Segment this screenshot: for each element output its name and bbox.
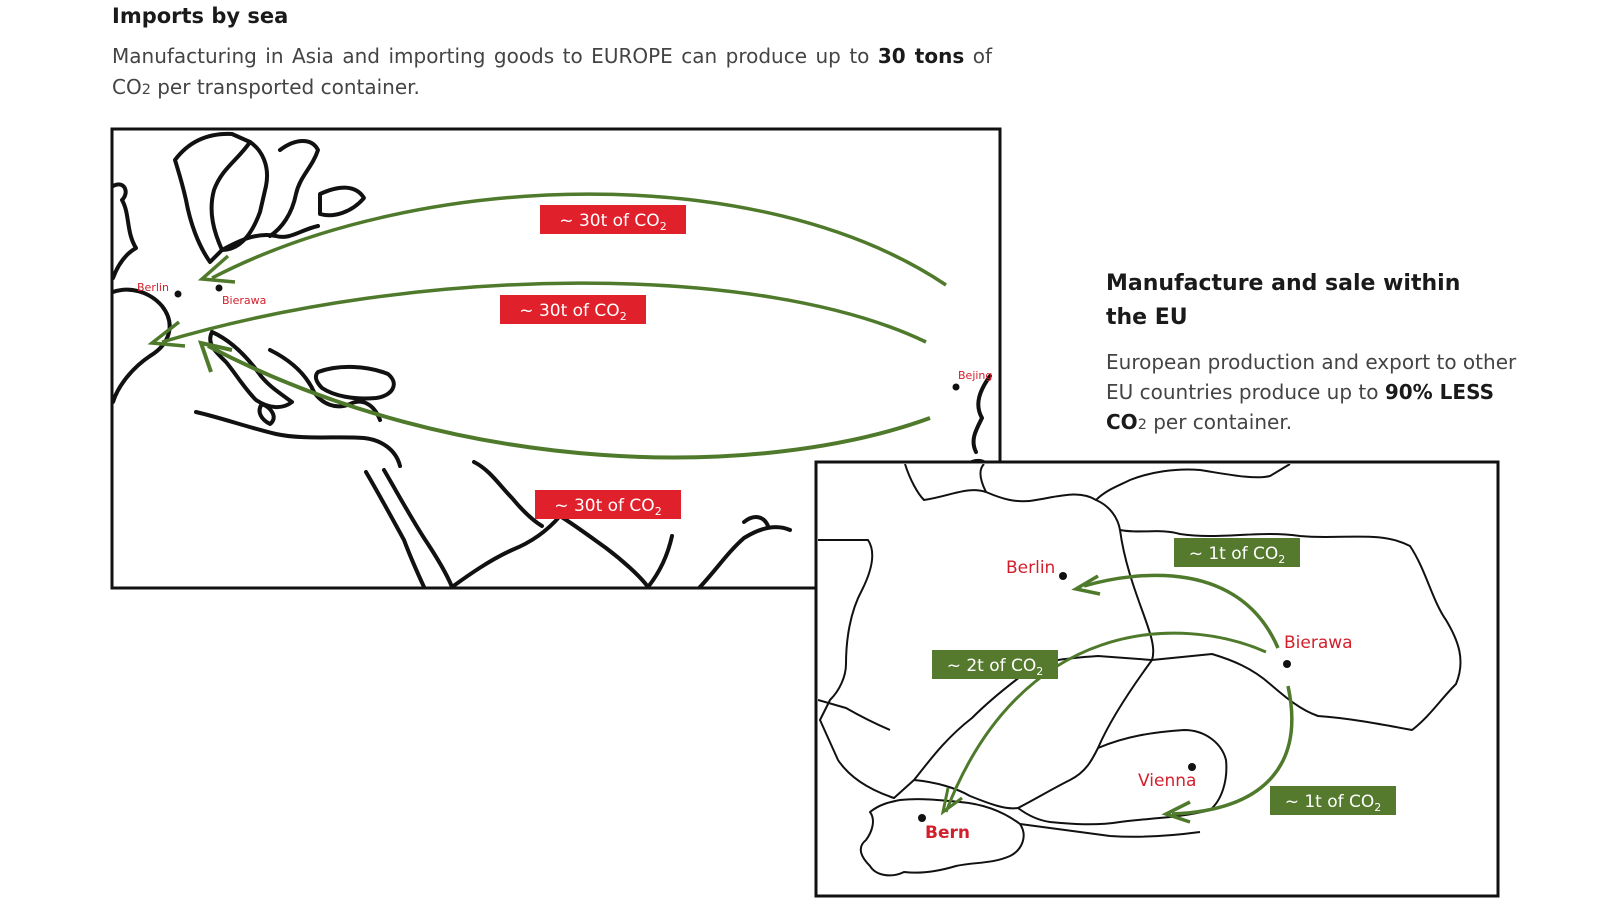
eu-map-berlin-label: Berlin (1006, 558, 1055, 578)
eu-manufacture-description: European production and export to other … (1106, 347, 1526, 440)
eu-route-to-vienna (1171, 685, 1294, 816)
eu-emission-label-3: ~ 1t of CO2 (1270, 786, 1396, 815)
eu-map-vienna-dot (1188, 763, 1196, 771)
sea-emission-label-1: ~ 30t of CO2 (540, 205, 686, 234)
eu-label-2-background (932, 650, 1058, 679)
sea-route-map: Berlin Bierawa Bejing ~ 30t of CO2 ~ 30t… (110, 127, 1002, 590)
sea-label-3-text: ~ 30t of CO2 (554, 496, 661, 518)
eu-map-vienna-label: Vienna (1138, 771, 1196, 791)
eu-map-background (817, 463, 1497, 895)
sea-text-part-3: per transported container. (150, 75, 420, 99)
eu-routes (940, 573, 1294, 824)
eu-manufacture-heading: Manufacture and sale within the EU (1106, 271, 1461, 330)
sea-route-south-arrowhead (197, 340, 233, 373)
eu-emission-label-2: ~ 2t of CO2 (932, 650, 1058, 679)
sea-emission-label-3: ~ 30t of CO2 (535, 490, 681, 519)
sea-routes (147, 192, 947, 460)
eu-route-map: Berlin Bierawa Vienna Bern ~ 1t of CO2 ~… (814, 460, 1500, 898)
eu-label-2-text: ~ 2t of CO2 (947, 656, 1044, 678)
eu-map-bierawa-label: Bierawa (1284, 633, 1353, 653)
eu-emission-label-1: ~ 1t of CO2 (1174, 538, 1300, 567)
eu-text-subscript: 2 (1137, 417, 1147, 433)
eu-text-part-2: per container. (1146, 410, 1293, 434)
sea-map-beijing-label: Bejing (958, 369, 992, 382)
sea-label-1-background (540, 205, 686, 234)
eu-label-3-background (1270, 786, 1396, 815)
eu-text-highlight: 90% LESS CO (1106, 380, 1494, 434)
eu-route-to-bern-arrowhead (940, 787, 963, 816)
imports-by-sea-heading: Imports by sea (112, 4, 289, 28)
eu-map-bern-label: Bern (925, 823, 970, 843)
sea-route-middle (161, 281, 927, 344)
sea-map-beijing-dot (952, 383, 960, 391)
sea-text-subscript: 2 (141, 82, 151, 98)
sea-map-frame (110, 127, 1002, 590)
eu-label-3-text: ~ 1t of CO2 (1285, 792, 1382, 814)
eu-map-frame (814, 460, 1500, 898)
eu-map-bierawa-dot (1283, 660, 1291, 668)
sea-emission-label-2: ~ 30t of CO2 (500, 295, 646, 324)
sea-map-bierawa-dot (215, 284, 223, 292)
sea-map-berlin-label: Berlin (137, 281, 169, 294)
sea-label-1-text: ~ 30t of CO2 (559, 211, 666, 233)
eu-text-part-1: European production and export to other … (1106, 350, 1517, 404)
sea-map-bierawa-label: Bierawa (222, 294, 266, 307)
imports-by-sea-description: Manufacturing in Asia and importing good… (112, 41, 992, 106)
sea-route-south (207, 344, 931, 460)
eu-map-bern-dot (918, 814, 926, 822)
sea-text-part-1: Manufacturing in Asia and importing good… (112, 44, 878, 68)
sea-route-middle-arrowhead (147, 320, 186, 348)
sea-text-highlight: 30 tons (877, 44, 965, 68)
sea-map-berlin-dot (174, 290, 182, 298)
sea-label-2-text: ~ 30t of CO2 (519, 301, 626, 323)
sea-text-part-2: of CO (112, 44, 992, 99)
eu-route-to-berlin (1083, 573, 1280, 649)
sea-label-3-background (535, 490, 681, 519)
eu-map-berlin-dot (1059, 572, 1067, 580)
sea-route-north-arrowhead (197, 254, 236, 284)
eu-route-to-vienna-arrowhead (1161, 800, 1191, 824)
eu-label-1-background (1174, 538, 1300, 567)
eu-route-to-bern (944, 631, 1267, 813)
sea-route-north (211, 192, 947, 287)
eu-route-to-berlin-arrowhead (1071, 574, 1101, 596)
sea-label-2-background (500, 295, 646, 324)
eu-label-1-text: ~ 1t of CO2 (1189, 544, 1286, 566)
